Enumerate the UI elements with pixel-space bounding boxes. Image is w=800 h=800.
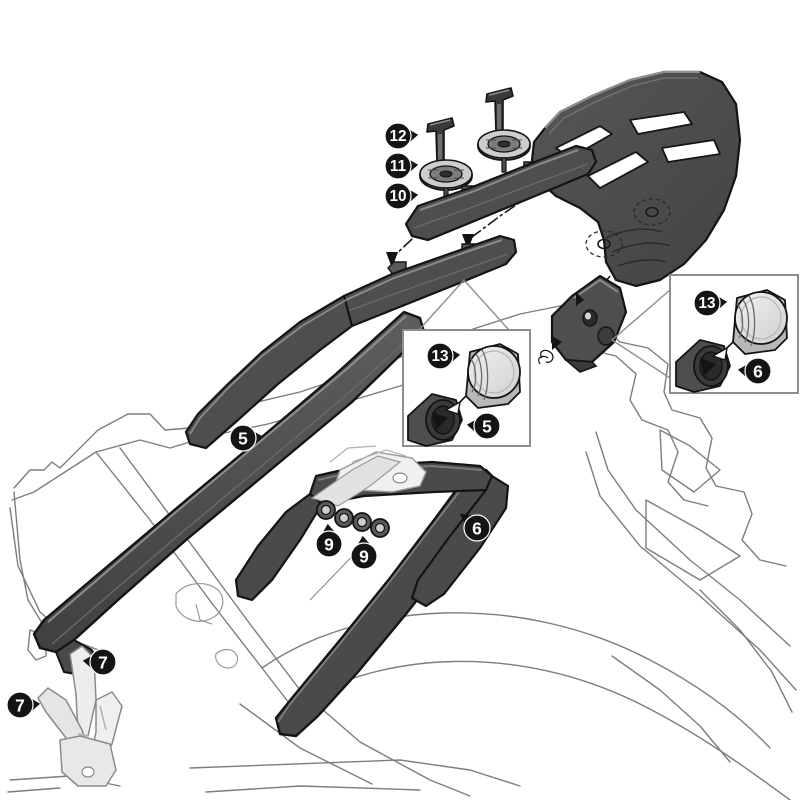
callout-11-circle	[384, 152, 412, 180]
rack-plate	[530, 70, 742, 288]
callout-10-circle	[384, 182, 412, 210]
guide-arrowheads	[386, 234, 474, 268]
callout-5-main-circle	[229, 424, 257, 452]
sub-rail-bracket	[404, 144, 598, 242]
bolt-front	[426, 117, 455, 164]
rack-plate-mount-holes	[597, 206, 659, 250]
callout-9-left-circle	[315, 530, 343, 558]
rack-plate-ribs	[605, 228, 671, 267]
inset-right-cap-plug	[711, 289, 788, 361]
spacer-bushings-right	[352, 512, 390, 538]
rail-connector-block	[538, 274, 628, 373]
sub-rail-lower-segment	[184, 234, 518, 450]
left-side-rail	[32, 310, 426, 654]
vehicle-outline	[7, 305, 797, 800]
callout-12-circle	[384, 122, 412, 150]
washer-front	[419, 159, 473, 201]
callout-6-inset-right-circle	[744, 357, 772, 385]
callout-6-main-circle	[463, 514, 491, 542]
center-mounting-plate	[310, 445, 427, 507]
rack-plate-mount-bosses	[585, 198, 671, 258]
inset-right-tube-end	[675, 339, 731, 393]
callout-7-upper-circle	[89, 648, 117, 676]
washer-rear	[477, 129, 531, 173]
spacer-bushings-left	[316, 500, 354, 528]
inset-left-cap-plug	[444, 343, 521, 415]
vehicle-inner-contours	[175, 583, 239, 669]
callout-7-lower-circle	[6, 691, 34, 719]
inset-left	[402, 278, 531, 447]
callout-13-inset-left-circle	[426, 342, 454, 370]
callout-9-right-circle	[350, 542, 378, 570]
inset-right	[610, 274, 799, 394]
rack-plate-slots	[555, 111, 721, 189]
callout-5-inset-left-circle	[473, 412, 501, 440]
lower-mounting-bracket	[37, 645, 123, 787]
callout-13-inset-right-circle	[693, 289, 721, 317]
